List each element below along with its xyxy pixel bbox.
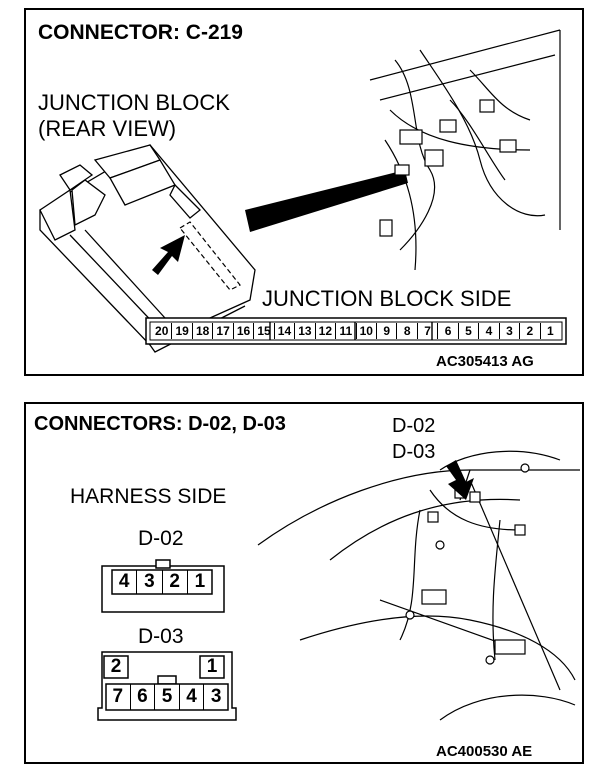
d03-pin-1: 1 (206, 656, 218, 677)
c219-pin-19: 19 (172, 323, 193, 339)
c219-pin-3: 3 (500, 323, 521, 339)
c219-pin-8: 8 (397, 323, 418, 339)
c219-pins: 20 19 18 17 16 15 14 13 12 11 10 9 8 7 6… (152, 323, 560, 339)
c219-pin-6: 6 (438, 323, 459, 339)
c219-pin-11: 11 (336, 323, 357, 339)
c219-pin-9: 9 (377, 323, 398, 339)
c219-pin-16: 16 (234, 323, 255, 339)
d03-pin-3: 3 (210, 686, 222, 707)
d02-pin-1: 1 (194, 571, 206, 592)
c219-pin-2: 2 (520, 323, 541, 339)
c219-pin-5: 5 (459, 323, 480, 339)
c219-pin-1: 1 (546, 324, 554, 338)
c219-pin-13: 13 (295, 323, 316, 339)
d03-bottom-pins: 7 6 5 4 3 (106, 684, 228, 710)
c219-pin-17: 17 (213, 323, 234, 339)
d02-pins: 4 3 2 1 (112, 570, 212, 594)
d02-pin-3: 3 (137, 570, 163, 594)
c219-pin-14: 14 (275, 323, 296, 339)
d02-pin-4: 4 (112, 570, 138, 594)
d03-pin-7: 7 (106, 684, 131, 710)
d02-connector-label: D-02 (138, 527, 184, 550)
rear-view-label: (REAR VIEW) (38, 116, 177, 141)
c219-pin-20: 20 (152, 323, 173, 339)
c219-pin-4: 4 (479, 323, 500, 339)
c219-pin-18: 18 (193, 323, 214, 339)
d03-pin-5: 5 (155, 684, 180, 710)
car-label-d02: D-02 (392, 415, 436, 437)
d03-connector-label: D-03 (138, 625, 184, 648)
junction-block-label: JUNCTION BLOCK (38, 90, 230, 115)
d02-pin-2: 2 (163, 570, 188, 594)
d03-pin-2: 2 (110, 656, 122, 677)
panel1-title: CONNECTOR: C-219 (38, 21, 243, 44)
c219-pin-15: 15 (254, 323, 275, 339)
c219-pin-12: 12 (316, 323, 337, 339)
panel2-title: CONNECTORS: D-02, D-03 (34, 413, 286, 435)
c219-pin-7: 7 (418, 323, 439, 339)
junction-block-side-label: JUNCTION BLOCK SIDE (262, 286, 512, 311)
d03-pin-4: 4 (180, 684, 205, 710)
car-label-d03: D-03 (392, 441, 436, 463)
panel2-figure-code: AC400530 AE (436, 743, 533, 760)
c219-pin-10: 10 (357, 323, 377, 339)
harness-side-label: HARNESS SIDE (70, 485, 227, 508)
panel1-figure-code: AC305413 AG (436, 353, 534, 370)
d03-pin-6: 6 (131, 684, 156, 710)
